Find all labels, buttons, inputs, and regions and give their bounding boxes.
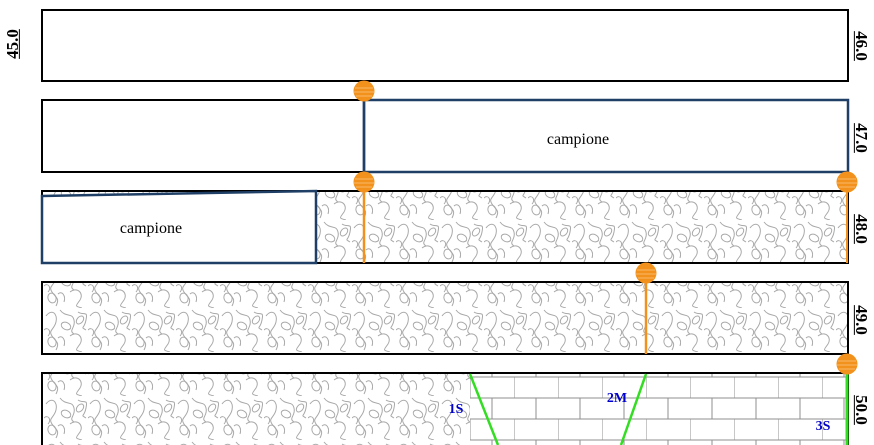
depth-label-top: 45.0: [2, 29, 22, 59]
depth-label-49: 49.0: [851, 305, 871, 335]
fracture-line-2: [619, 373, 648, 445]
core-box-5: [41, 372, 849, 445]
core-box-2: [41, 98, 850, 174]
depth-label-46: 46.0: [851, 31, 871, 61]
core-box-1: [41, 9, 849, 82]
markers: [353, 80, 858, 375]
sample-rect-3: [40, 189, 318, 265]
depth-label-48: 48.0: [851, 214, 871, 244]
core-box-3: [40, 189, 849, 265]
fracture-label-2m: 2M: [607, 391, 627, 406]
marker-ball: [836, 353, 858, 375]
marker-ball: [353, 171, 375, 193]
marker-ball: [836, 171, 858, 193]
core-box-4: [41, 281, 849, 355]
depth-label-50: 50.0: [851, 395, 871, 425]
marker-ball: [635, 262, 657, 284]
sample-label-box3: campione: [120, 220, 182, 237]
depth-label-47: 47.0: [851, 123, 871, 153]
sample-label-box2: campione: [547, 131, 609, 148]
fracture-label-3s: 3S: [816, 419, 831, 434]
marker-ball: [353, 80, 375, 102]
fracture-line-1: [468, 373, 500, 445]
fracture-label-1s: 1S: [449, 402, 464, 417]
